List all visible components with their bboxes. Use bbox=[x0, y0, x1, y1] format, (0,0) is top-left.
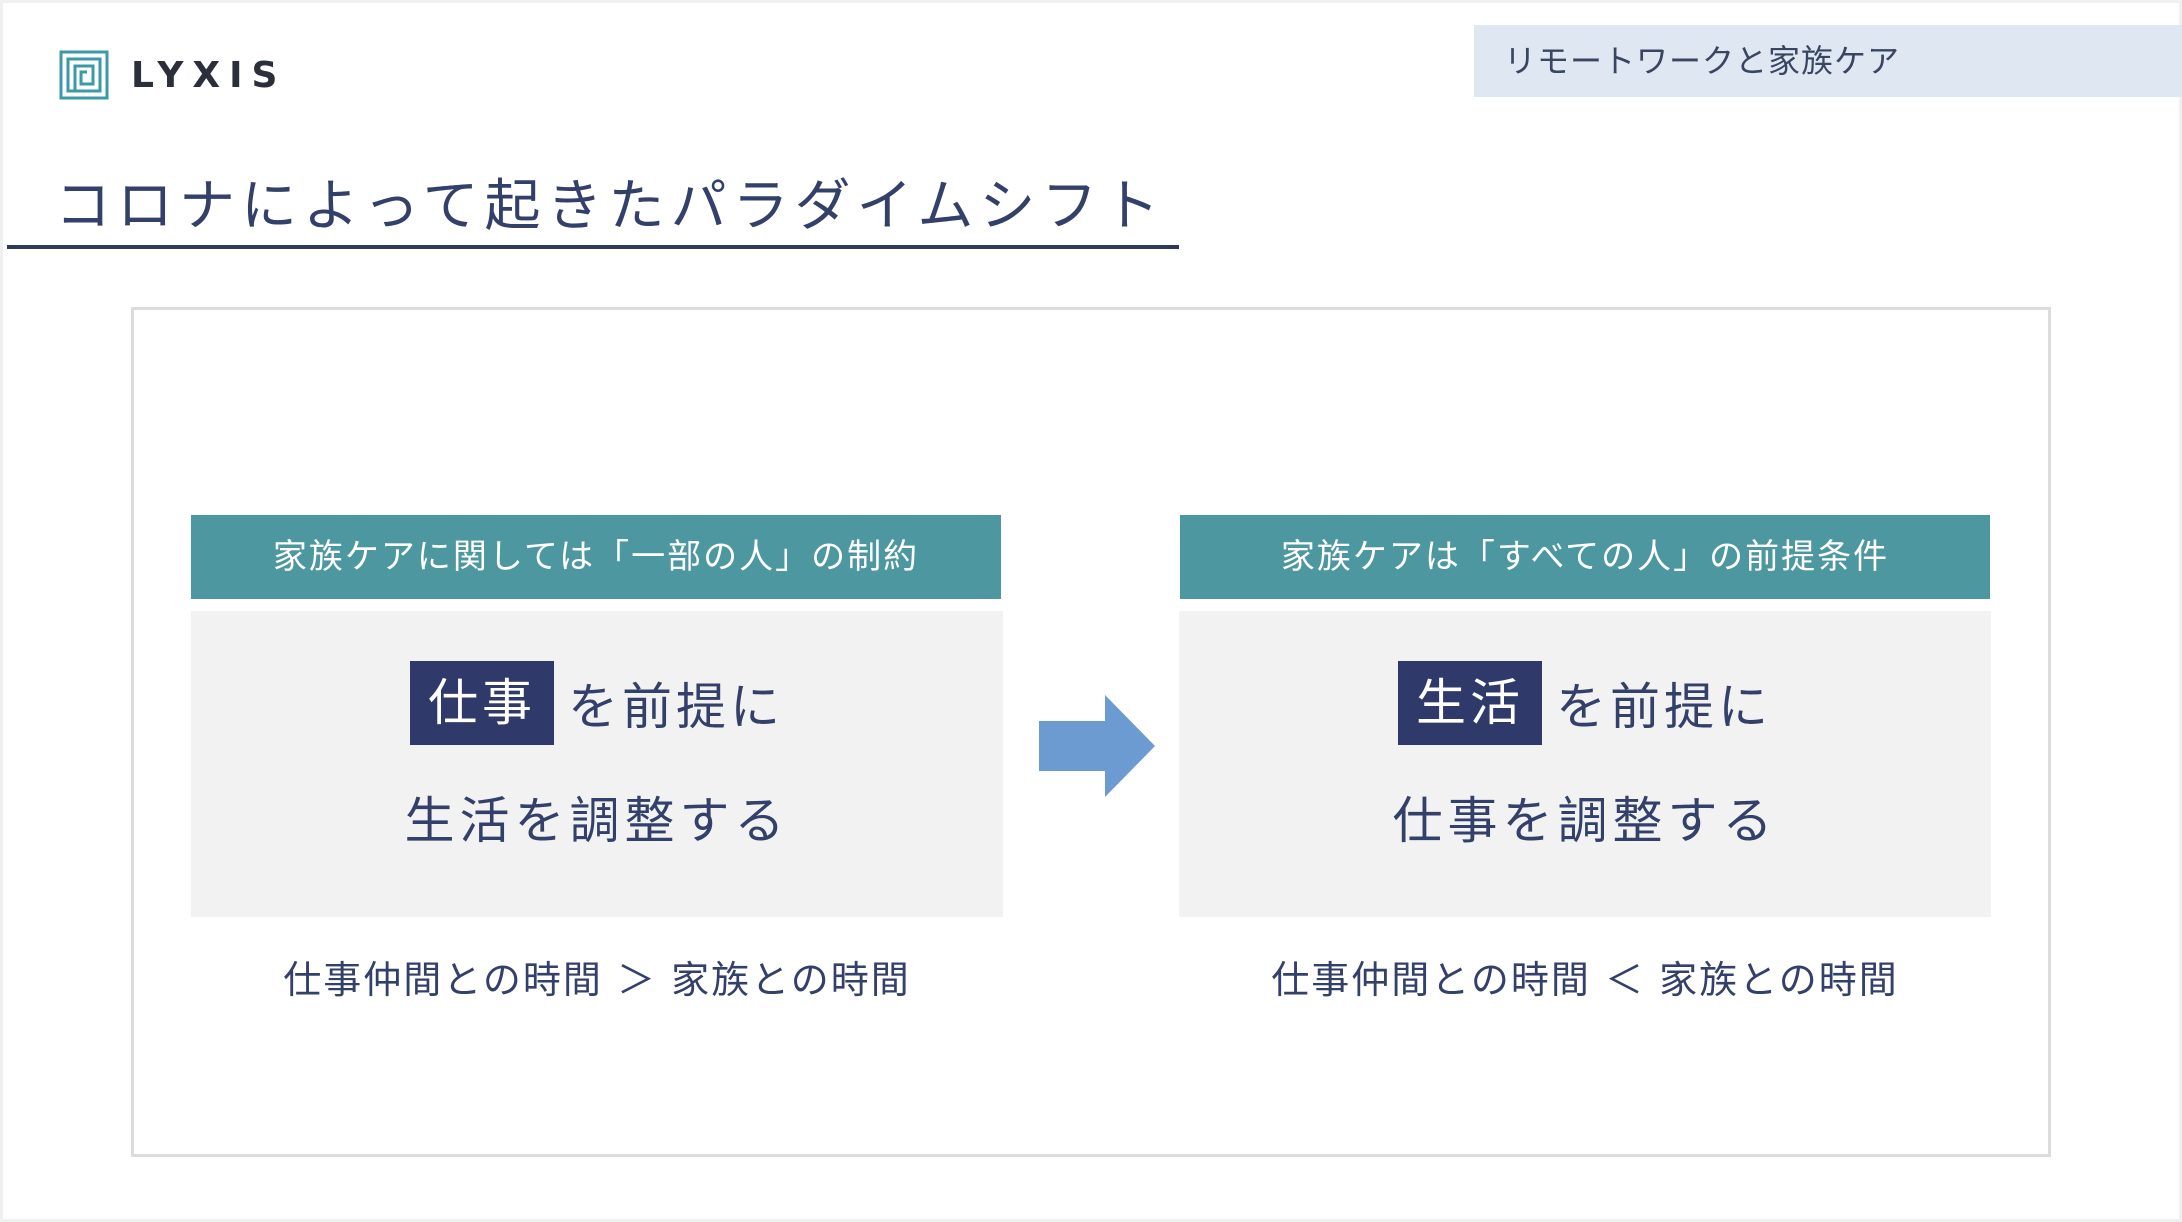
title-underline bbox=[7, 245, 1179, 249]
left-panel-line2: 生活を調整する bbox=[404, 792, 790, 850]
left-panel-caption: 仕事仲間との時間 ＞ 家族との時間 bbox=[283, 958, 911, 1002]
section-tag: リモートワークと家族ケア bbox=[1474, 25, 2182, 97]
right-arrow-icon bbox=[1039, 695, 1155, 797]
right-panel-line1-rest: を前提に bbox=[1556, 678, 1772, 736]
right-panel-line1: 生活 を前提に bbox=[1179, 661, 1991, 745]
square-spiral-logo-icon bbox=[59, 50, 109, 100]
right-panel-header: 家族ケアは「すべての人」の前提条件 bbox=[1180, 515, 1990, 599]
right-panel-line2: 仕事を調整する bbox=[1392, 792, 1778, 850]
left-panel-highlight: 仕事 bbox=[410, 661, 554, 745]
logo: LYXIS bbox=[59, 49, 286, 101]
right-panel-highlight: 生活 bbox=[1398, 661, 1542, 745]
logo-text: LYXIS bbox=[131, 54, 287, 96]
content-frame bbox=[131, 307, 2051, 1157]
right-panel-caption: 仕事仲間との時間 ＜ 家族との時間 bbox=[1271, 958, 1899, 1002]
left-panel-header: 家族ケアに関しては「一部の人」の制約 bbox=[191, 515, 1001, 599]
left-panel-line1: 仕事 を前提に bbox=[191, 661, 1003, 745]
left-panel-line1-rest: を前提に bbox=[568, 678, 784, 736]
page-title: コロナによって起きたパラダイムシフト bbox=[55, 174, 1166, 239]
right-panel-body: 生活 を前提に 仕事を調整する bbox=[1179, 611, 1991, 917]
left-panel-body: 仕事 を前提に 生活を調整する bbox=[191, 611, 1003, 917]
